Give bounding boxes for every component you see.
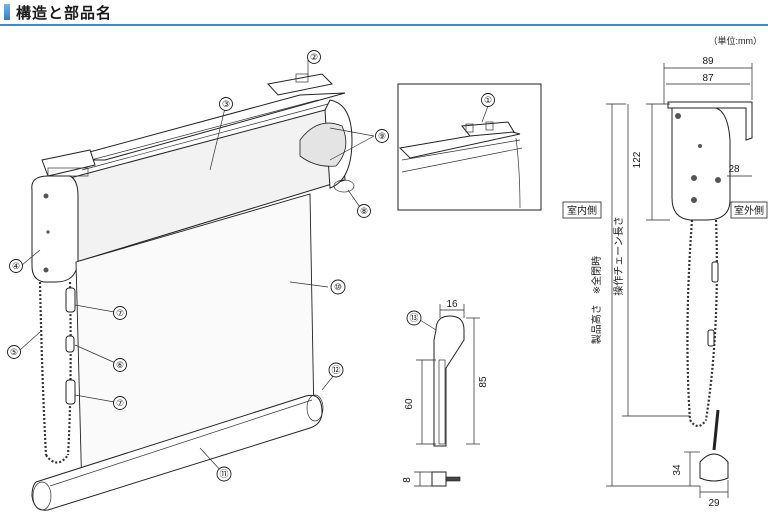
svg-text:⑥: ⑥	[116, 360, 124, 370]
left-bracket	[41, 149, 96, 177]
dim-stopper: 8	[402, 477, 413, 483]
section-marker	[4, 4, 10, 20]
main-view	[19, 60, 375, 511]
callout-11: ⑪	[216, 466, 232, 482]
callout-13: ⑬	[406, 310, 422, 326]
dim-width-inner: 87	[702, 73, 714, 84]
dim-height-head: 122	[632, 151, 643, 168]
stopper-part	[431, 471, 447, 487]
svg-text:⑦: ⑦	[116, 308, 124, 318]
section-header: 構造と部品名	[0, 0, 768, 26]
svg-text:④: ④	[12, 261, 20, 271]
bottom-weight	[699, 453, 729, 482]
callout-8: ⑧	[357, 204, 371, 218]
clip	[433, 315, 465, 447]
operating-chain	[38, 281, 76, 464]
callout-12: ⑫	[328, 362, 344, 378]
callout-5: ⑤	[7, 345, 21, 359]
header-rule	[0, 24, 768, 26]
svg-text:②: ②	[310, 52, 318, 62]
svg-text:③: ③	[222, 99, 230, 109]
detail-view	[397, 83, 542, 211]
bottom-bar	[31, 394, 323, 511]
callout-6: ⑥	[113, 358, 127, 372]
dimension-labels: 89 87 122 28 34 29 16 85 60 8	[402, 56, 740, 509]
callout-3: ③	[219, 97, 233, 111]
dim-clip-slot: 60	[404, 398, 415, 410]
dim-width-outer: 89	[702, 56, 714, 67]
left-end-plate	[31, 175, 79, 283]
svg-text:⑫: ⑫	[331, 365, 340, 375]
side-bracket	[667, 101, 753, 141]
callout-2: ②	[307, 50, 321, 64]
clip-view	[414, 304, 480, 487]
label-product-height: 製品高さ ※全閉時	[590, 256, 603, 344]
chain-joint	[65, 335, 75, 353]
svg-text:⑬: ⑬	[409, 313, 418, 323]
callout-4: ④	[9, 259, 23, 273]
dim-depth-bracket: 28	[728, 164, 740, 175]
side-labels: 製品高さ ※全閉時 操作チェーン長さ 室内側 室外側	[567, 204, 764, 344]
callout-7a: ⑦	[113, 306, 127, 320]
svg-text:⑤: ⑤	[10, 347, 18, 357]
side-housing	[671, 107, 731, 221]
chain-stopper-upper	[65, 287, 76, 313]
callout-10: ⑩	[330, 279, 346, 295]
label-indoor: 室内側	[567, 204, 597, 217]
svg-text:⑩: ⑩	[334, 282, 342, 292]
callout-1: ①	[481, 93, 495, 107]
unit-note: （単位:mm）	[708, 36, 763, 46]
callout-9: ⑨	[375, 129, 389, 143]
svg-text:⑪: ⑪	[219, 469, 228, 479]
callouts: ① ② ③ ④ ⑤ ⑥ ⑦ ⑦ ⑧ ⑨ ⑩ ⑪ ⑫ ⑬	[7, 50, 495, 482]
svg-text:①: ①	[484, 95, 492, 105]
dim-clip-height: 85	[478, 376, 489, 388]
dim-clip-width: 16	[446, 299, 458, 310]
side-view	[562, 63, 768, 498]
label-outdoor: 室外側	[734, 204, 764, 217]
svg-text:⑧: ⑧	[360, 206, 368, 216]
callout-7b: ⑦	[113, 396, 127, 410]
svg-text:⑦: ⑦	[116, 398, 124, 408]
dim-weight-height: 34	[672, 464, 683, 476]
label-chain-length: 操作チェーン長さ	[612, 216, 625, 296]
top-bracket	[267, 73, 334, 96]
section-title: 構造と部品名	[16, 5, 113, 22]
chain-stopper-lower	[65, 379, 76, 405]
svg-text:⑨: ⑨	[378, 131, 386, 141]
dim-weight-width: 29	[708, 498, 720, 509]
